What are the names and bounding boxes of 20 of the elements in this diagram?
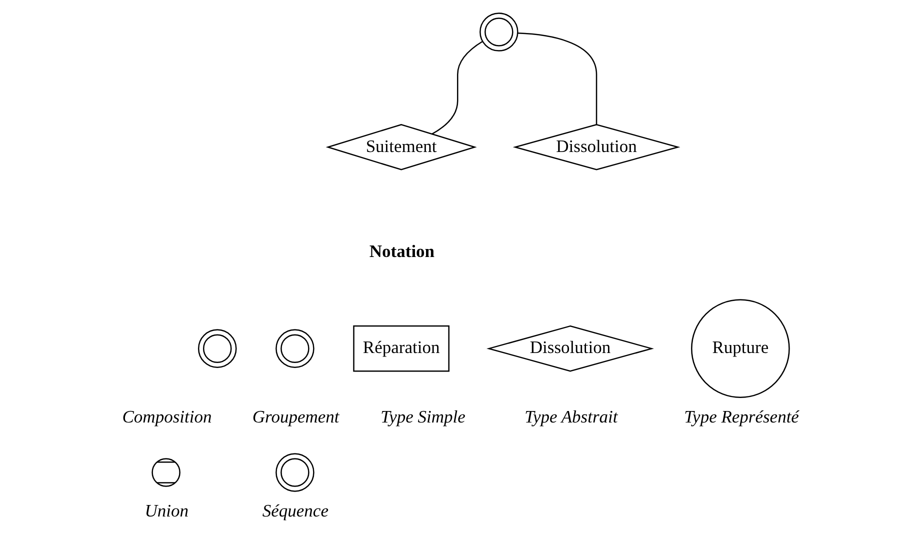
node-label: Type Abstrait xyxy=(524,406,618,427)
node-circle xyxy=(198,329,237,368)
node-diamond: Dissolution xyxy=(512,124,680,170)
node-label: Composition xyxy=(122,406,212,427)
node-label: Groupement xyxy=(252,406,340,427)
node-label: Séquence xyxy=(262,500,328,521)
node-circle xyxy=(276,453,314,492)
node-circle xyxy=(152,458,180,487)
node-label: Type Représenté xyxy=(684,406,799,427)
node-circle xyxy=(276,329,314,368)
node-label: Type Simple xyxy=(380,406,466,427)
connector xyxy=(432,40,483,134)
node-label: Union xyxy=(144,500,189,521)
node-diamond: Dissolution xyxy=(486,325,654,372)
connector xyxy=(518,32,598,124)
node-box: Réparation xyxy=(353,325,450,372)
node-circle: Rupture xyxy=(691,299,790,398)
node-diamond: Suitement xyxy=(326,124,477,170)
node-circle xyxy=(480,12,518,52)
label: Notation xyxy=(369,240,435,261)
